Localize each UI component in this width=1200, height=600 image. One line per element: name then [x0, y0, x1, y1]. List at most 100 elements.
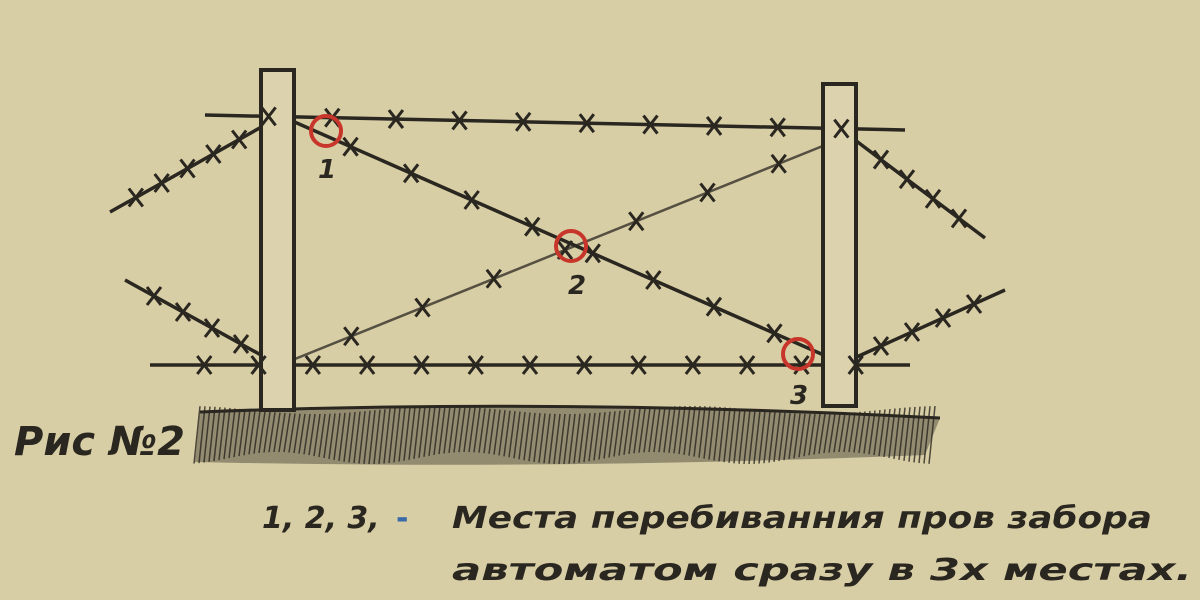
- ground-stroke: [843, 412, 851, 453]
- cut-point-label-1: 1: [318, 155, 336, 185]
- ground-stroke: [393, 407, 401, 463]
- ground-stroke: [833, 413, 841, 453]
- ground-stroke: [778, 412, 786, 462]
- ground-stroke: [693, 406, 701, 457]
- ground-stroke: [823, 413, 831, 454]
- barb: [127, 187, 145, 208]
- ground-stroke: [218, 407, 226, 461]
- ground-stroke: [578, 413, 586, 463]
- ground-stroke: [563, 413, 571, 465]
- ground-stroke: [528, 412, 536, 462]
- caption-dash: -: [396, 501, 408, 536]
- ground-stroke: [308, 413, 316, 456]
- barb: [402, 163, 420, 184]
- barb: [628, 211, 645, 232]
- barb: [738, 355, 756, 375]
- ground-stroke: [418, 406, 426, 458]
- ground-stroke: [773, 412, 781, 462]
- ground-stroke: [458, 406, 466, 453]
- barb: [174, 302, 192, 322]
- cut-point-label-3: 3: [790, 381, 808, 411]
- cut-point-marker-1: [309, 114, 343, 148]
- ground-stroke: [213, 407, 221, 462]
- barbs: [127, 106, 983, 375]
- ground-stroke: [758, 411, 766, 464]
- ground-stroke: [708, 406, 716, 460]
- barb: [833, 118, 850, 139]
- ground-stroke: [408, 406, 416, 460]
- ground-stroke: [878, 409, 886, 457]
- ground-stroke: [413, 406, 421, 459]
- ground-stroke: [363, 410, 371, 464]
- ground-stroke: [378, 409, 386, 464]
- ground-stroke: [263, 411, 271, 453]
- ground-stroke: [338, 412, 346, 461]
- barb: [387, 109, 405, 130]
- barb: [769, 117, 786, 138]
- ground-stroke: [928, 405, 936, 464]
- ground-stroke: [488, 409, 496, 454]
- barb: [924, 188, 942, 209]
- ground-stroke: [568, 413, 576, 464]
- barb: [358, 355, 376, 375]
- barb: [413, 355, 430, 375]
- barb: [463, 190, 480, 210]
- barb: [414, 297, 431, 318]
- ground-stroke: [643, 407, 651, 453]
- barb: [205, 144, 222, 164]
- ground-stroke: [848, 412, 856, 453]
- ground-stroke: [768, 411, 776, 463]
- barb: [467, 355, 484, 375]
- ground-stroke: [748, 410, 756, 465]
- ground-stroke: [673, 406, 681, 454]
- barb: [576, 355, 593, 375]
- barb: [872, 149, 890, 170]
- ground-stroke: [763, 411, 771, 464]
- barb: [872, 336, 890, 356]
- ground-stroke: [613, 410, 621, 457]
- figure-label: Рис №2: [14, 419, 185, 465]
- ground-stroke: [353, 411, 361, 464]
- ground-stroke: [453, 406, 461, 453]
- ground-stroke: [573, 413, 581, 464]
- wire: [289, 118, 836, 362]
- barb: [230, 129, 248, 150]
- ground-stroke: [518, 412, 526, 460]
- barb: [903, 322, 921, 342]
- ground-stroke: [683, 405, 691, 455]
- ground-hatching: [193, 404, 941, 465]
- ground-stroke: [233, 408, 241, 458]
- ground-stroke: [598, 412, 606, 460]
- barb: [485, 268, 502, 289]
- ground-stroke: [423, 406, 431, 457]
- barb: [898, 169, 916, 190]
- ground-stroke: [383, 408, 391, 464]
- caption-line-2: автоматом сразу в 3х местах.: [452, 553, 1192, 588]
- ground-stroke: [468, 407, 476, 453]
- barb: [203, 318, 221, 338]
- ground-stroke: [293, 413, 301, 454]
- ground-stroke: [463, 406, 471, 453]
- ground-stroke: [523, 412, 531, 461]
- ground-stroke: [583, 413, 591, 463]
- ground-stroke: [318, 413, 326, 458]
- ground-stroke: [368, 410, 376, 465]
- ground-stroke: [743, 409, 751, 465]
- ground-stroke: [703, 406, 711, 459]
- barb: [705, 115, 723, 136]
- ground-stroke: [443, 406, 451, 454]
- ground-stroke: [373, 409, 381, 465]
- wire: [849, 288, 1006, 362]
- ground-stroke: [853, 411, 861, 453]
- ground-stroke: [288, 413, 296, 453]
- ground-stroke: [813, 413, 821, 455]
- ground-stroke: [498, 410, 506, 456]
- ground-stroke: [618, 410, 626, 456]
- barb: [343, 326, 360, 347]
- ground-stroke: [478, 408, 486, 453]
- ground-stroke: [873, 409, 881, 456]
- cut-point-marker-3: [781, 337, 815, 371]
- ground-stroke: [548, 413, 556, 464]
